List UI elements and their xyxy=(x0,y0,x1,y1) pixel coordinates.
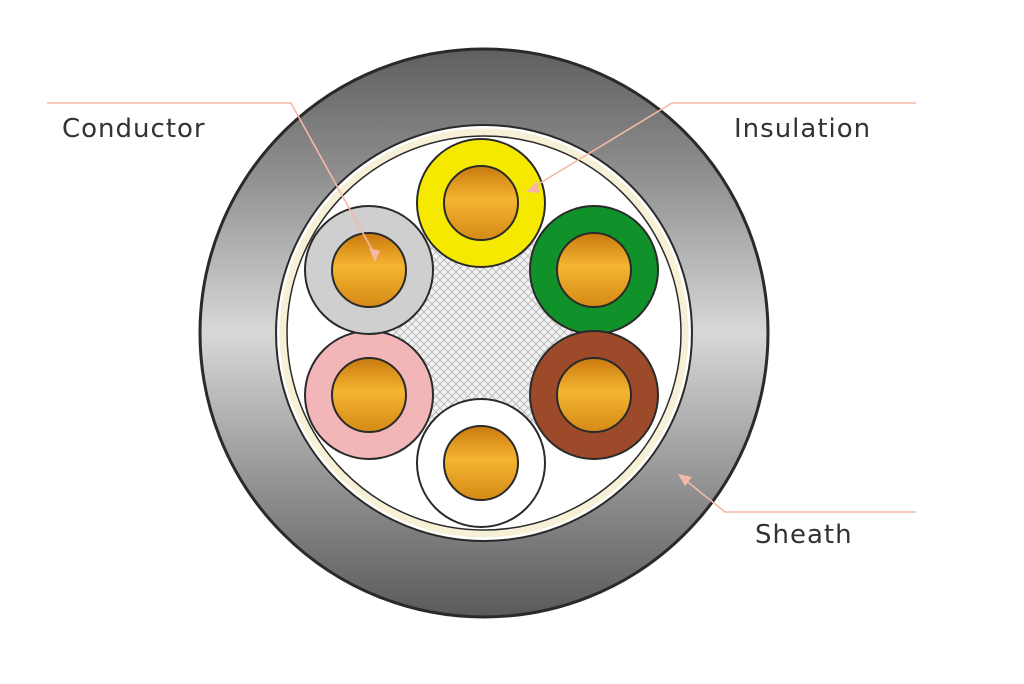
cores-group xyxy=(304,138,659,528)
sheath-arrow-head xyxy=(678,474,692,486)
conductor-brown xyxy=(556,357,632,433)
core-pink xyxy=(304,330,434,460)
insulation-leader-line xyxy=(531,102,916,189)
core-brown xyxy=(529,330,659,460)
conductor-pink xyxy=(331,357,407,433)
inner-ring-line xyxy=(286,135,682,531)
sheath-label: Sheath xyxy=(755,520,853,550)
conductor-grey xyxy=(331,232,407,308)
conductor-white xyxy=(443,425,519,501)
insulation-arrow-head xyxy=(526,181,540,193)
insulation-label: Insulation xyxy=(734,114,871,144)
conductor-leader-line xyxy=(47,102,376,256)
conductor-label: Conductor xyxy=(62,114,206,144)
conductor-yellow xyxy=(443,165,519,241)
conductor-green xyxy=(556,232,632,308)
inner-ring xyxy=(279,128,689,538)
core-yellow xyxy=(416,138,546,268)
sheath-leader-line xyxy=(683,478,916,513)
core-grey xyxy=(304,205,434,335)
core-white xyxy=(416,398,546,528)
conductor-arrow-head xyxy=(369,248,380,262)
core-green xyxy=(529,205,659,335)
